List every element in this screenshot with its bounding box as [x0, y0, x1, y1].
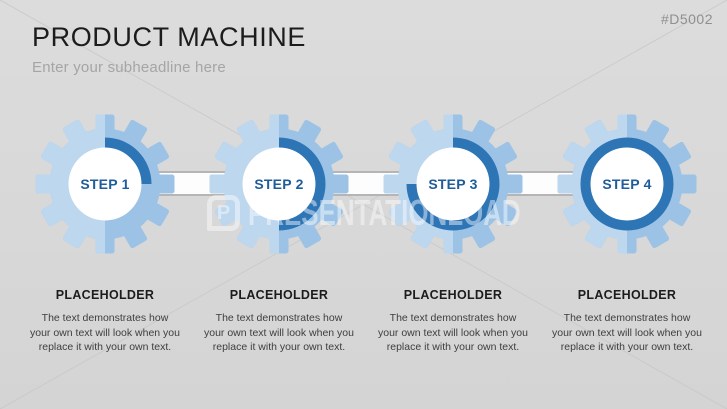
placeholder-body: The text demonstrates how your own text … — [378, 312, 528, 354]
gear-icon — [35, 114, 175, 254]
step-label-4: STEP 4 — [602, 176, 652, 192]
step-label-3: STEP 3 — [428, 176, 478, 192]
gear-icon — [209, 114, 349, 254]
gear-step-4: STEP 4 — [557, 114, 697, 254]
progress-ring — [406, 137, 500, 231]
placeholder-heading: PLACEHOLDER — [577, 288, 677, 302]
placeholder-body: The text demonstrates how your own text … — [552, 312, 702, 354]
step-description-2: PLACEHOLDER The text demonstrates how yo… — [189, 288, 369, 355]
progress-ring — [580, 137, 674, 231]
step-description-1: PLACEHOLDER The text demonstrates how yo… — [15, 288, 195, 355]
step-description-4: PLACEHOLDER The text demonstrates how yo… — [537, 288, 717, 355]
placeholder-body: The text demonstrates how your own text … — [30, 312, 180, 354]
template-code: #D5002 — [660, 11, 713, 27]
placeholder-heading: PLACEHOLDER — [55, 288, 155, 302]
gear-icon — [557, 114, 697, 254]
gear-step-1: STEP 1 — [35, 114, 175, 254]
placeholder-body: The text demonstrates how your own text … — [204, 312, 354, 354]
gear-step-3: STEP 3 — [383, 114, 523, 254]
gear-icon — [383, 114, 523, 254]
subheadline: Enter your subheadline here — [32, 59, 226, 76]
step-label-1: STEP 1 — [80, 176, 130, 192]
step-description-3: PLACEHOLDER The text demonstrates how yo… — [363, 288, 543, 355]
header: PRODUCT MACHINE Enter your subheadline h… — [32, 22, 306, 76]
progress-ring — [232, 137, 326, 231]
placeholder-heading: PLACEHOLDER — [403, 288, 503, 302]
page-title: PRODUCT MACHINE — [32, 22, 307, 52]
placeholder-heading: PLACEHOLDER — [229, 288, 329, 302]
gear-step-2: STEP 2 — [209, 114, 349, 254]
progress-ring — [58, 137, 152, 231]
step-label-2: STEP 2 — [254, 176, 304, 192]
